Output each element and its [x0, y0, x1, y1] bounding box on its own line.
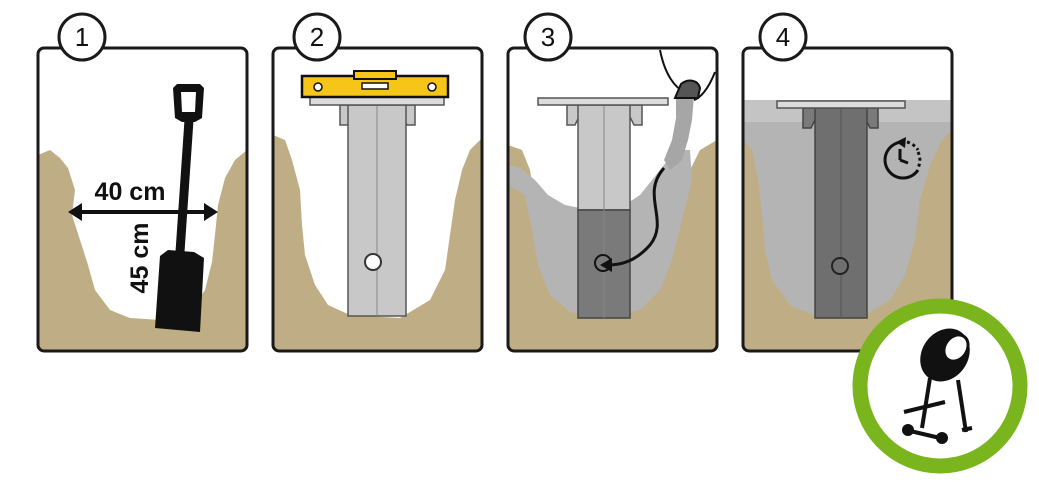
concrete-mixer-icon — [902, 328, 973, 444]
post — [309, 96, 445, 317]
svg-text:3: 3 — [541, 22, 555, 52]
soil — [38, 150, 247, 351]
width-arrow — [68, 203, 218, 221]
step-4-panel — [741, 46, 954, 353]
svg-text:2: 2 — [310, 22, 324, 52]
step-3-panel — [506, 46, 719, 353]
concrete-pour-icon — [659, 49, 716, 101]
step-2-panel — [271, 46, 484, 353]
spirit-level-icon — [300, 70, 450, 99]
step-3-number-badge: 3 — [523, 12, 573, 62]
step-1-number-badge: 1 — [57, 12, 107, 62]
timer-icon — [883, 137, 922, 180]
depth-label: 45 cm — [126, 223, 154, 294]
step-4-number-badge: 4 — [758, 12, 808, 62]
post — [537, 97, 669, 319]
width-label: 40 cm — [95, 178, 166, 206]
svg-text:1: 1 — [75, 22, 89, 52]
step-2-number-badge: 2 — [292, 12, 342, 62]
shovel-icon — [155, 84, 204, 332]
concrete-stream — [664, 95, 694, 170]
step-1-panel: 40 cm 45 cm — [36, 46, 249, 353]
soil — [273, 135, 482, 351]
post — [776, 100, 906, 319]
concrete-mixer-badge — [852, 298, 1028, 474]
flow-arrow — [600, 167, 666, 272]
svg-text:4: 4 — [776, 22, 790, 52]
